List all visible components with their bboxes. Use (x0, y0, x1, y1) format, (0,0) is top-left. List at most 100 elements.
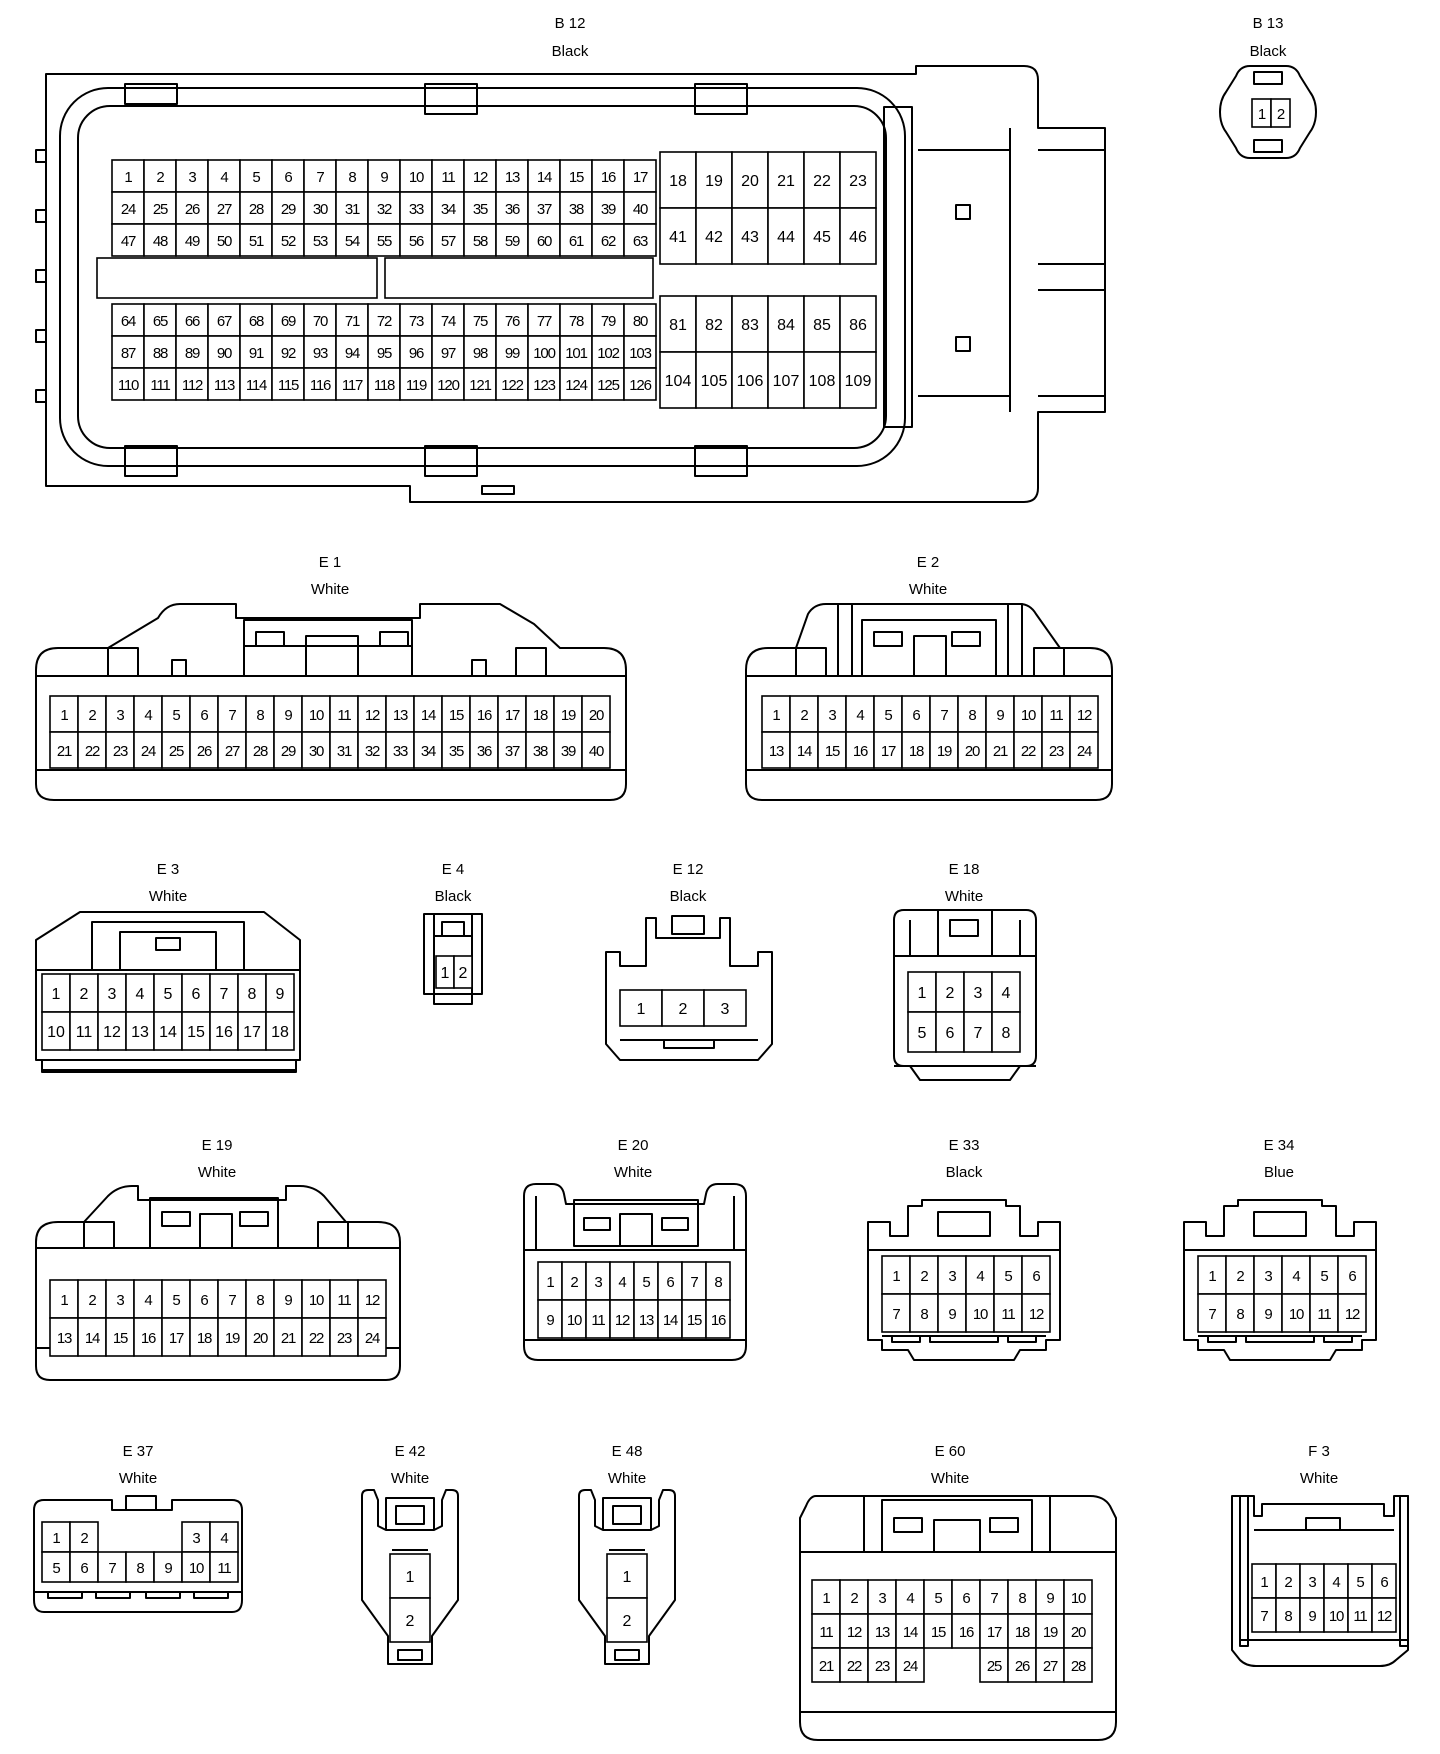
pin-cell (209, 1011, 239, 1051)
pin-cell (979, 1647, 1009, 1683)
pin-number: 79 (601, 313, 616, 330)
pin-number: 1 (772, 707, 780, 724)
pin-number: 19 (937, 743, 952, 760)
pin-cell (97, 1011, 127, 1051)
pin-cell (69, 1521, 99, 1553)
pin-number: 2 (800, 707, 808, 724)
pin-number: 14 (797, 743, 812, 760)
pin-number: 16 (853, 743, 868, 760)
pin-number: 97 (441, 345, 456, 362)
pin-number: 9 (284, 707, 292, 724)
pin-number: 36 (477, 743, 492, 760)
connector-title: E 34 (1264, 1137, 1295, 1154)
pin-number: 13 (393, 707, 408, 724)
pin-number: 18 (533, 707, 548, 724)
pin-number: 55 (377, 233, 392, 250)
pin-cell (441, 695, 471, 733)
pin-cell (811, 1613, 841, 1649)
pin-number: 35 (449, 743, 464, 760)
pin-number: 18 (909, 743, 924, 760)
pin-cell (929, 695, 959, 733)
pin-number: 58 (473, 233, 488, 250)
pin-number: 16 (959, 1624, 974, 1641)
pin-cell (619, 989, 663, 1027)
connector-E42: E 42 White 12 (361, 1443, 459, 1665)
pin-number: 1 (623, 1569, 632, 1586)
pin-number: 3 (116, 1292, 124, 1309)
pin-number: 6 (192, 986, 201, 1003)
pin-number: 6 (1380, 1574, 1388, 1591)
pin-number: 114 (246, 377, 267, 394)
pin-cell (111, 223, 145, 257)
pin-cell (357, 1317, 387, 1357)
pin-cell (1281, 1293, 1311, 1333)
pin-cell (181, 973, 211, 1013)
pin-cell (1323, 1563, 1349, 1599)
pin-cell (69, 1551, 99, 1583)
pin-number: 22 (1021, 743, 1036, 760)
connector-title: B 13 (1253, 15, 1284, 32)
pin-number: 70 (313, 313, 328, 330)
pin-number: 5 (52, 1560, 60, 1577)
pin-number: 67 (217, 313, 232, 330)
pin-cell (839, 351, 877, 409)
pin-cell (303, 223, 337, 257)
pin-cell (839, 1647, 869, 1683)
pin-number: 34 (421, 743, 436, 760)
pin-cell (935, 1011, 965, 1053)
pin-number: 13 (769, 743, 784, 760)
pin-cell (606, 1553, 648, 1599)
pin-cell (695, 151, 733, 209)
pin-cell (41, 1551, 71, 1583)
pin-number: 1 (60, 707, 68, 724)
pin-number: 75 (473, 313, 488, 330)
pin-number: 4 (220, 169, 228, 186)
pin-number: 5 (1004, 1268, 1012, 1285)
pin-cell (105, 731, 135, 769)
pin-number: 1 (918, 985, 927, 1002)
pin-number: 41 (669, 229, 687, 246)
pin-number: 47 (121, 233, 136, 250)
pin-number: 4 (906, 1590, 914, 1607)
pin-number: 26 (1015, 1658, 1030, 1675)
pin-cell (811, 1579, 841, 1615)
pin-number: 96 (409, 345, 424, 362)
pin-cell (839, 151, 877, 209)
pin-number: 5 (934, 1590, 942, 1607)
pin-number: 43 (741, 229, 759, 246)
pin-cell (271, 367, 305, 401)
connector-color: White (391, 1470, 429, 1487)
pin-number: 126 (629, 377, 651, 394)
pin-cell (97, 973, 127, 1013)
pin-cell (77, 1317, 107, 1357)
pin-number: 16 (711, 1312, 726, 1329)
pin-cell (125, 1551, 155, 1583)
pin-number: 7 (220, 986, 229, 1003)
pin-number: 15 (825, 743, 840, 760)
pin-cell (209, 1551, 239, 1583)
pin-number: 22 (813, 173, 831, 190)
pin-cell (1299, 1597, 1325, 1633)
pin-number: 37 (505, 743, 520, 760)
pin-number: 98 (473, 345, 488, 362)
pin-cell (789, 695, 819, 733)
pin-number: 12 (847, 1624, 862, 1641)
pin-number: 12 (1345, 1306, 1360, 1323)
pin-number: 4 (856, 707, 864, 724)
pin-cell (553, 695, 583, 733)
connector-color: White (945, 888, 983, 905)
connector-title: E 20 (618, 1137, 649, 1154)
pin-cell (207, 335, 241, 369)
pin-cell (591, 223, 625, 257)
pin-number: 121 (469, 377, 491, 394)
pin-cell (41, 973, 71, 1013)
pin-number: 23 (875, 1658, 890, 1675)
pin-number: 12 (365, 707, 380, 724)
pin-number: 44 (777, 229, 795, 246)
pin-cell (1007, 1613, 1037, 1649)
pin-number: 16 (477, 707, 492, 724)
